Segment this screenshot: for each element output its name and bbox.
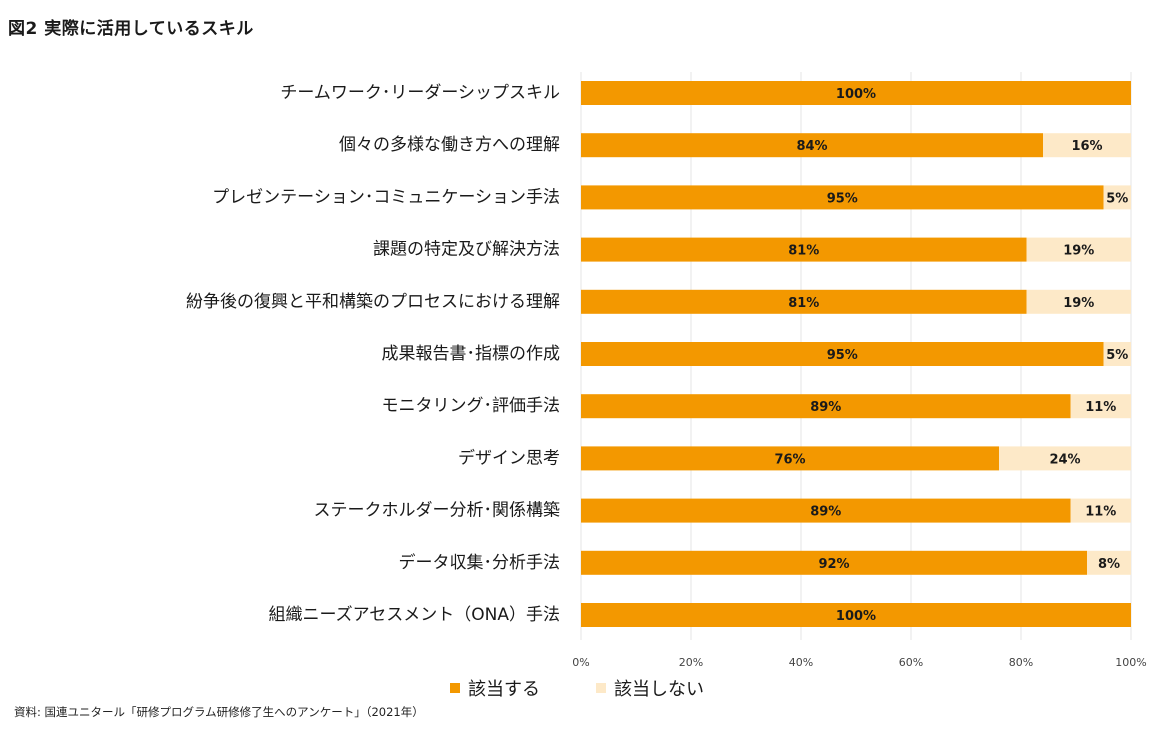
data-label: 95% [827, 191, 858, 206]
category-label: チームワーク･リーダーシップスキル [280, 83, 560, 103]
bar-segment [1043, 133, 1131, 158]
bar-segment [999, 446, 1131, 471]
bar-segment [1103, 342, 1131, 366]
data-label: 24% [1049, 452, 1080, 467]
source-note: 資料: 国連ユニタール「研修プログラム研修修了生へのアンケート」（2021年） [14, 705, 424, 719]
data-label: 19% [1063, 244, 1094, 259]
stacked-bar-chart: 100% 84% 16% 95% 5% 81% 19% 81% 19% 95% 5% 89% 11% 76… [186, 72, 1147, 700]
bar-segment [581, 133, 1043, 158]
data-label: 16% [1071, 139, 1102, 154]
bar-segment [581, 237, 1027, 262]
data-label: 84% [796, 139, 827, 154]
bar-segment [581, 394, 1071, 419]
x-tick-label: 20% [679, 656, 703, 669]
data-label: 95% [827, 348, 858, 363]
bar-segment [581, 342, 1104, 366]
data-label: 19% [1063, 296, 1094, 311]
bar-segment [1103, 185, 1131, 210]
x-tick-labels: 0% 20% 40% 60% 80% 100% [572, 656, 1146, 669]
category-label: ステークホルダー分析･関係構築 [314, 501, 561, 521]
category-label: 成果報告書･指標の作成 [382, 344, 561, 364]
data-label: 8% [1098, 557, 1120, 572]
category-label: 個々の多様な働き方への理解 [339, 135, 560, 155]
data-label: 89% [810, 505, 841, 520]
data-label: 76% [774, 452, 805, 467]
bar-segment [1070, 498, 1131, 523]
legend-swatch [450, 683, 460, 693]
data-label: 11% [1085, 505, 1116, 520]
data-label: 89% [810, 400, 841, 415]
category-label: 紛争後の復興と平和構築のプロセスにおける理解 [186, 292, 560, 312]
bars: 100% 84% 16% 95% 5% 81% 19% 81% 19% 95% 5% 89% 11% 76… [581, 81, 1131, 627]
bar-segment [1026, 289, 1131, 314]
x-tick-label: 60% [899, 656, 923, 669]
data-label: 100% [836, 609, 876, 624]
bar-segment [581, 289, 1027, 314]
legend-label: 該当する [468, 679, 540, 700]
legend-swatch [596, 683, 606, 693]
bar-segment [1026, 237, 1131, 262]
category-label: 組織ニーズアセスメント（ONA）手法 [268, 605, 560, 625]
legend: 該当する 該当しない [450, 679, 704, 700]
data-label: 92% [818, 557, 849, 572]
x-tick-label: 40% [789, 656, 813, 669]
category-label: データ収集･分析手法 [399, 552, 561, 573]
bar-segment [581, 81, 1131, 105]
x-tick-label: 80% [1009, 656, 1033, 669]
data-label: 81% [788, 296, 819, 311]
data-label: 5% [1106, 191, 1128, 206]
bar-segment [1070, 394, 1131, 419]
data-label: 5% [1106, 348, 1128, 363]
bar-segment [581, 498, 1071, 523]
category-label: モニタリング･評価手法 [382, 396, 561, 416]
bar-segment [1087, 550, 1131, 575]
data-label: 100% [836, 87, 876, 102]
category-label: 課題の特定及び解決方法 [373, 240, 560, 260]
bar-segment [581, 603, 1131, 627]
data-label: 11% [1085, 400, 1116, 415]
legend-label: 該当しない [614, 679, 704, 700]
x-tick-label: 0% [572, 656, 589, 669]
data-label: 81% [788, 244, 819, 259]
chart-title: 図2 実際に活用しているスキル [8, 19, 254, 39]
bar-segment [581, 446, 999, 471]
bar-segment [581, 185, 1104, 210]
x-tick-label: 100% [1115, 656, 1146, 669]
category-labels: チームワーク･リーダーシップスキル個々の多様な働き方への理解プレゼンテーション･… [186, 83, 560, 625]
bar-segment [581, 550, 1087, 575]
category-label: デザイン思考 [458, 447, 560, 468]
category-label: プレゼンテーション･コミュニケーション手法 [212, 187, 560, 207]
